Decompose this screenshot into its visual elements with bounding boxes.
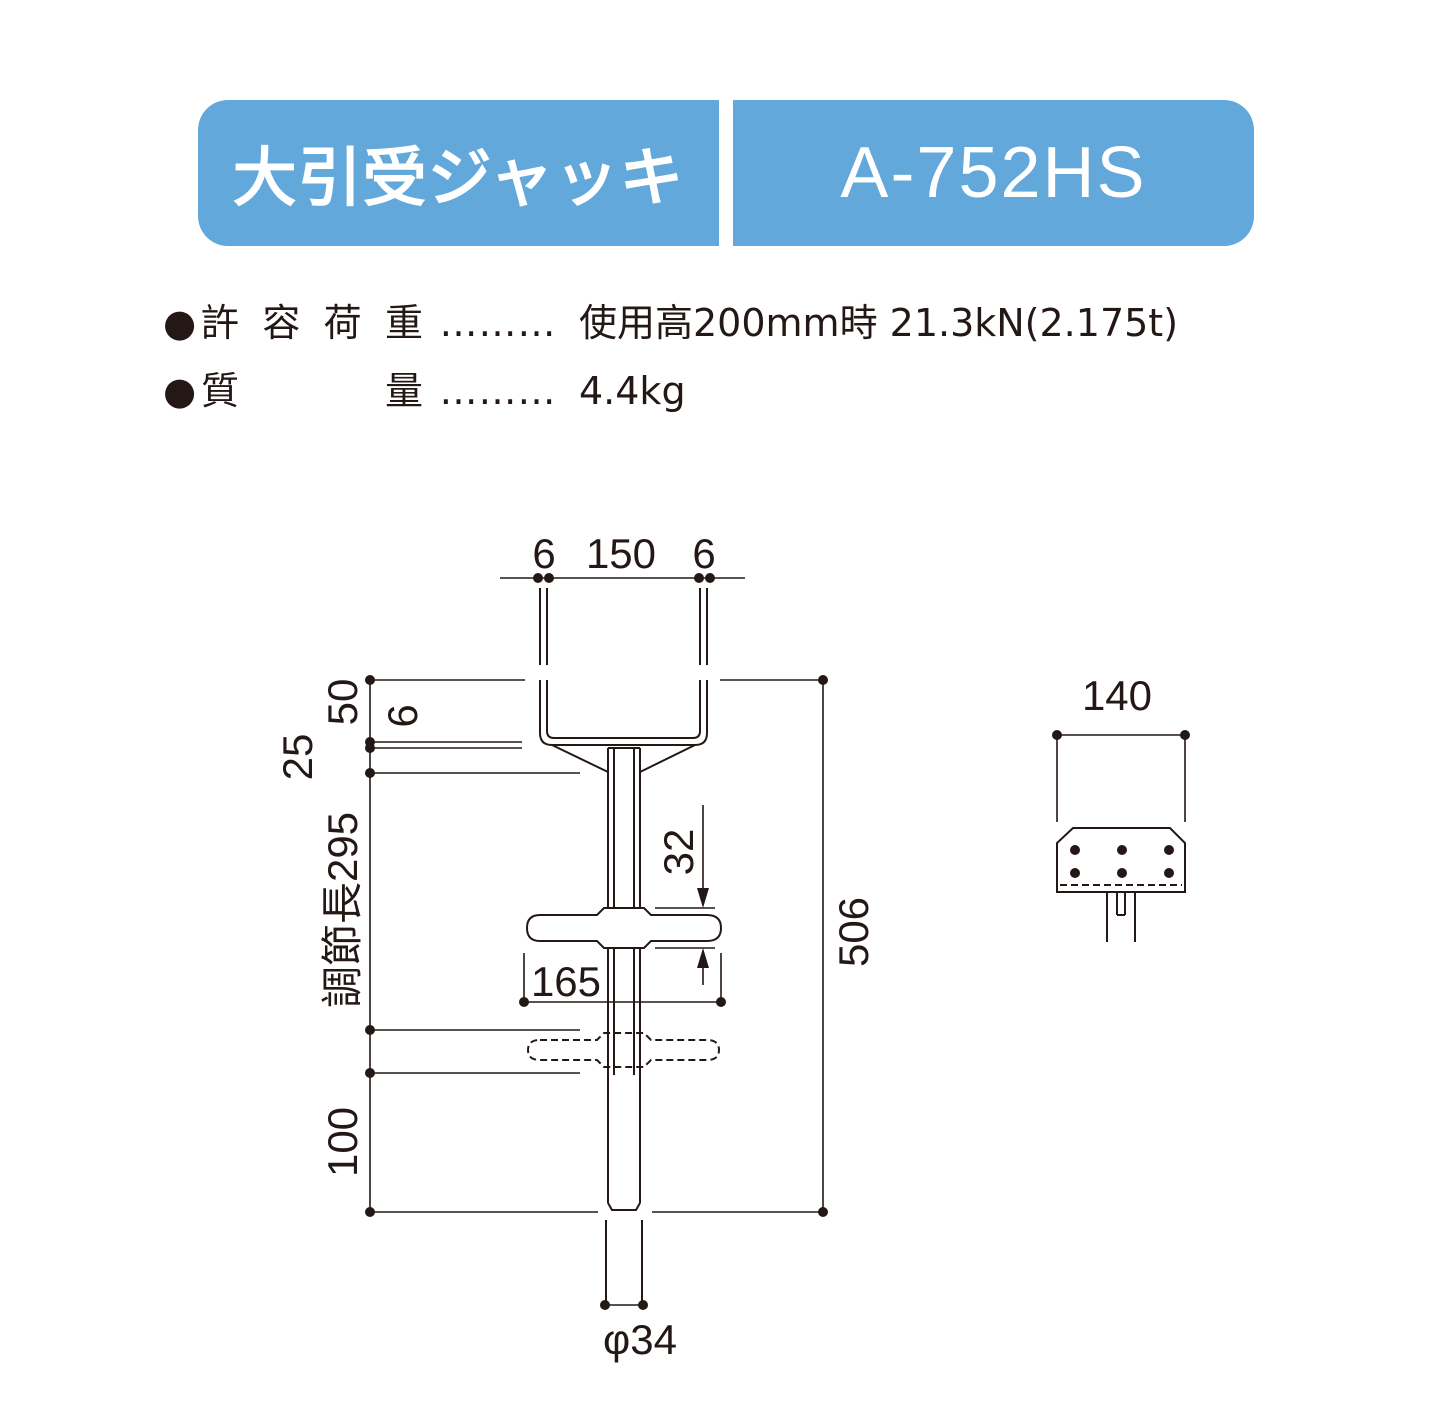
jack-side-view <box>1052 730 1190 942</box>
model-number: A-752HS <box>840 133 1147 213</box>
dim-head-taper: 25 <box>274 734 321 781</box>
dim-top-width: 150 <box>586 530 656 577</box>
spec-label-load: 許容荷重 <box>201 301 423 345</box>
dim-handle-offset: 32 <box>655 829 702 876</box>
dim-top-right-plate: 6 <box>692 530 715 577</box>
spec-value-load: 使用高200mm時 21.3kN(2.175t) <box>579 301 1179 345</box>
dim-side-width: 140 <box>1082 672 1152 719</box>
jack-front-view <box>525 588 723 1305</box>
spec-leader-dots: ……… <box>439 369 557 413</box>
dim-plate-thickness: 6 <box>379 704 426 727</box>
product-name: 大引受ジャッキ <box>232 142 685 216</box>
dim-shaft-diameter: φ34 <box>603 1316 677 1363</box>
product-name-banner: 大引受ジャッキ <box>198 100 719 246</box>
spec-value-weight: 4.4kg <box>579 369 686 413</box>
dim-top-left-plate: 6 <box>532 530 555 577</box>
dimension-dots <box>365 573 828 1310</box>
bullet-icon: ● <box>163 369 197 413</box>
dimension-arrows <box>697 888 709 968</box>
dim-base-length: 100 <box>319 1107 366 1177</box>
spec-leader-dots: ……… <box>439 301 557 345</box>
dim-handle-length: 165 <box>531 958 601 1005</box>
dim-adjust-length: 調節長295 <box>319 812 366 1008</box>
bullet-icon: ● <box>163 301 197 345</box>
dim-head-height: 50 <box>319 679 366 726</box>
spec-label-weight: 質量 <box>201 369 423 413</box>
dimension-labels: 6 150 6 50 6 25 調節長295 32 165 100 506 φ3… <box>274 530 1152 1363</box>
spec-row-weight: ● 質量 ……… 4.4kg <box>163 360 686 415</box>
dim-total-height: 506 <box>830 897 877 967</box>
model-number-banner: A-752HS <box>733 100 1254 246</box>
spec-row-load: ● 許容荷重 ……… 使用高200mm時 21.3kN(2.175t) <box>163 292 1178 347</box>
